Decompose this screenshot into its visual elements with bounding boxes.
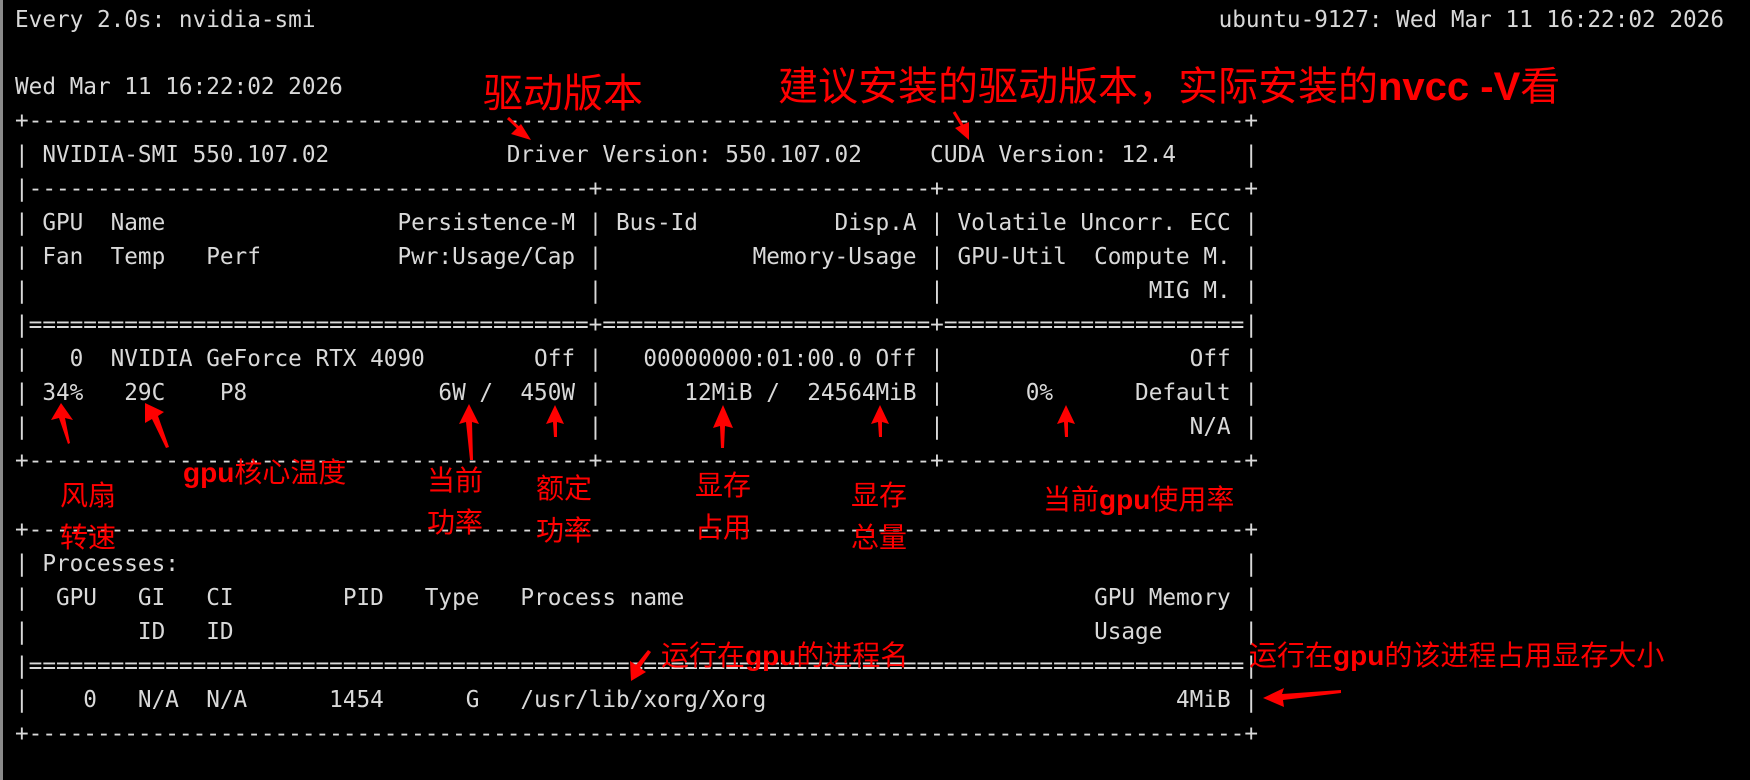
arrow-memory-used-icon: [713, 405, 733, 448]
arrow-gpu-util-icon: [1057, 405, 1075, 437]
process-row: | 0 N/A N/A 1454 G /usr/lib/xorg/Xorg 4M…: [15, 687, 1258, 713]
arrow-power-cap-icon: [546, 405, 564, 437]
table-border-top: +---------------------------------------…: [15, 108, 1258, 134]
watch-command-label: Every 2.0s: nvidia-smi: [15, 7, 316, 33]
gpu-row-1: | 0 NVIDIA GeForce RTX 4090 Off | 000000…: [15, 346, 1258, 372]
process-header-2: | ID ID Usage |: [15, 619, 1258, 645]
annotation-cuda-version: 建议安装的驱动版本，实际安装的nvcc -V看: [778, 64, 1561, 110]
arrow-current-power-icon: [459, 404, 479, 460]
smi-timestamp: Wed Mar 11 16:22:02 2026: [15, 74, 343, 100]
annotation-memory-used: 显存 占用: [695, 469, 752, 544]
gpu-table-bottom: +---------------------------------------…: [15, 448, 1258, 474]
header-row-2: | Fan Temp Perf Pwr:Usage/Cap | Memory-U…: [15, 244, 1258, 270]
process-header-1: | GPU GI CI PID Type Process name GPU Me…: [15, 585, 1258, 611]
process-table-top: +---------------------------------------…: [15, 517, 1258, 543]
annotation-process-memory: 运行在gpu的该进程占用显存大小: [1249, 639, 1665, 672]
annotation-driver-version: 驱动版本: [483, 71, 643, 117]
header-row-3: | | | MIG M. |: [15, 278, 1258, 304]
arrow-process-name-icon: [630, 650, 651, 681]
annotation-process-name: 运行在gpu的进程名: [661, 639, 909, 672]
process-title: | Processes: |: [15, 551, 1258, 577]
gpu-row-3: | | | N/A |: [15, 414, 1258, 440]
arrow-fan-icon: [51, 403, 73, 444]
annotation-current-power: 当前 功率: [427, 464, 484, 539]
arrow-process-memory-icon: [1263, 688, 1341, 707]
annotation-memory-total: 显存 总量: [851, 479, 908, 554]
annotation-gpu-util: 当前gpu使用率: [1043, 483, 1235, 516]
arrow-memory-total-icon: [871, 405, 889, 437]
annotation-power-cap: 额定 功率: [536, 472, 593, 547]
arrow-driver-version-icon: [506, 116, 531, 140]
annotation-fan-speed: 风扇 转速: [60, 479, 117, 554]
header-double-separator: |=======================================…: [15, 312, 1258, 338]
watch-host-time: ubuntu-9127: Wed Mar 11 16:22:02 2026: [1218, 7, 1724, 33]
annotation-arrows: [51, 111, 1341, 707]
header-row-1: | GPU Name Persistence-M | Bus-Id Disp.A…: [15, 210, 1258, 236]
annotation-gpu-temp: gpu核心温度: [183, 456, 347, 489]
header-separator: |---------------------------------------…: [15, 176, 1258, 202]
arrow-cuda-version-icon: [952, 111, 969, 140]
version-row: | NVIDIA-SMI 550.107.02 Driver Version: …: [15, 142, 1258, 168]
arrow-temp-icon: [145, 403, 169, 448]
process-table-bottom: +---------------------------------------…: [15, 721, 1258, 747]
gpu-row-2: | 34% 29C P8 6W / 450W | 12MiB / 24564Mi…: [15, 380, 1258, 406]
